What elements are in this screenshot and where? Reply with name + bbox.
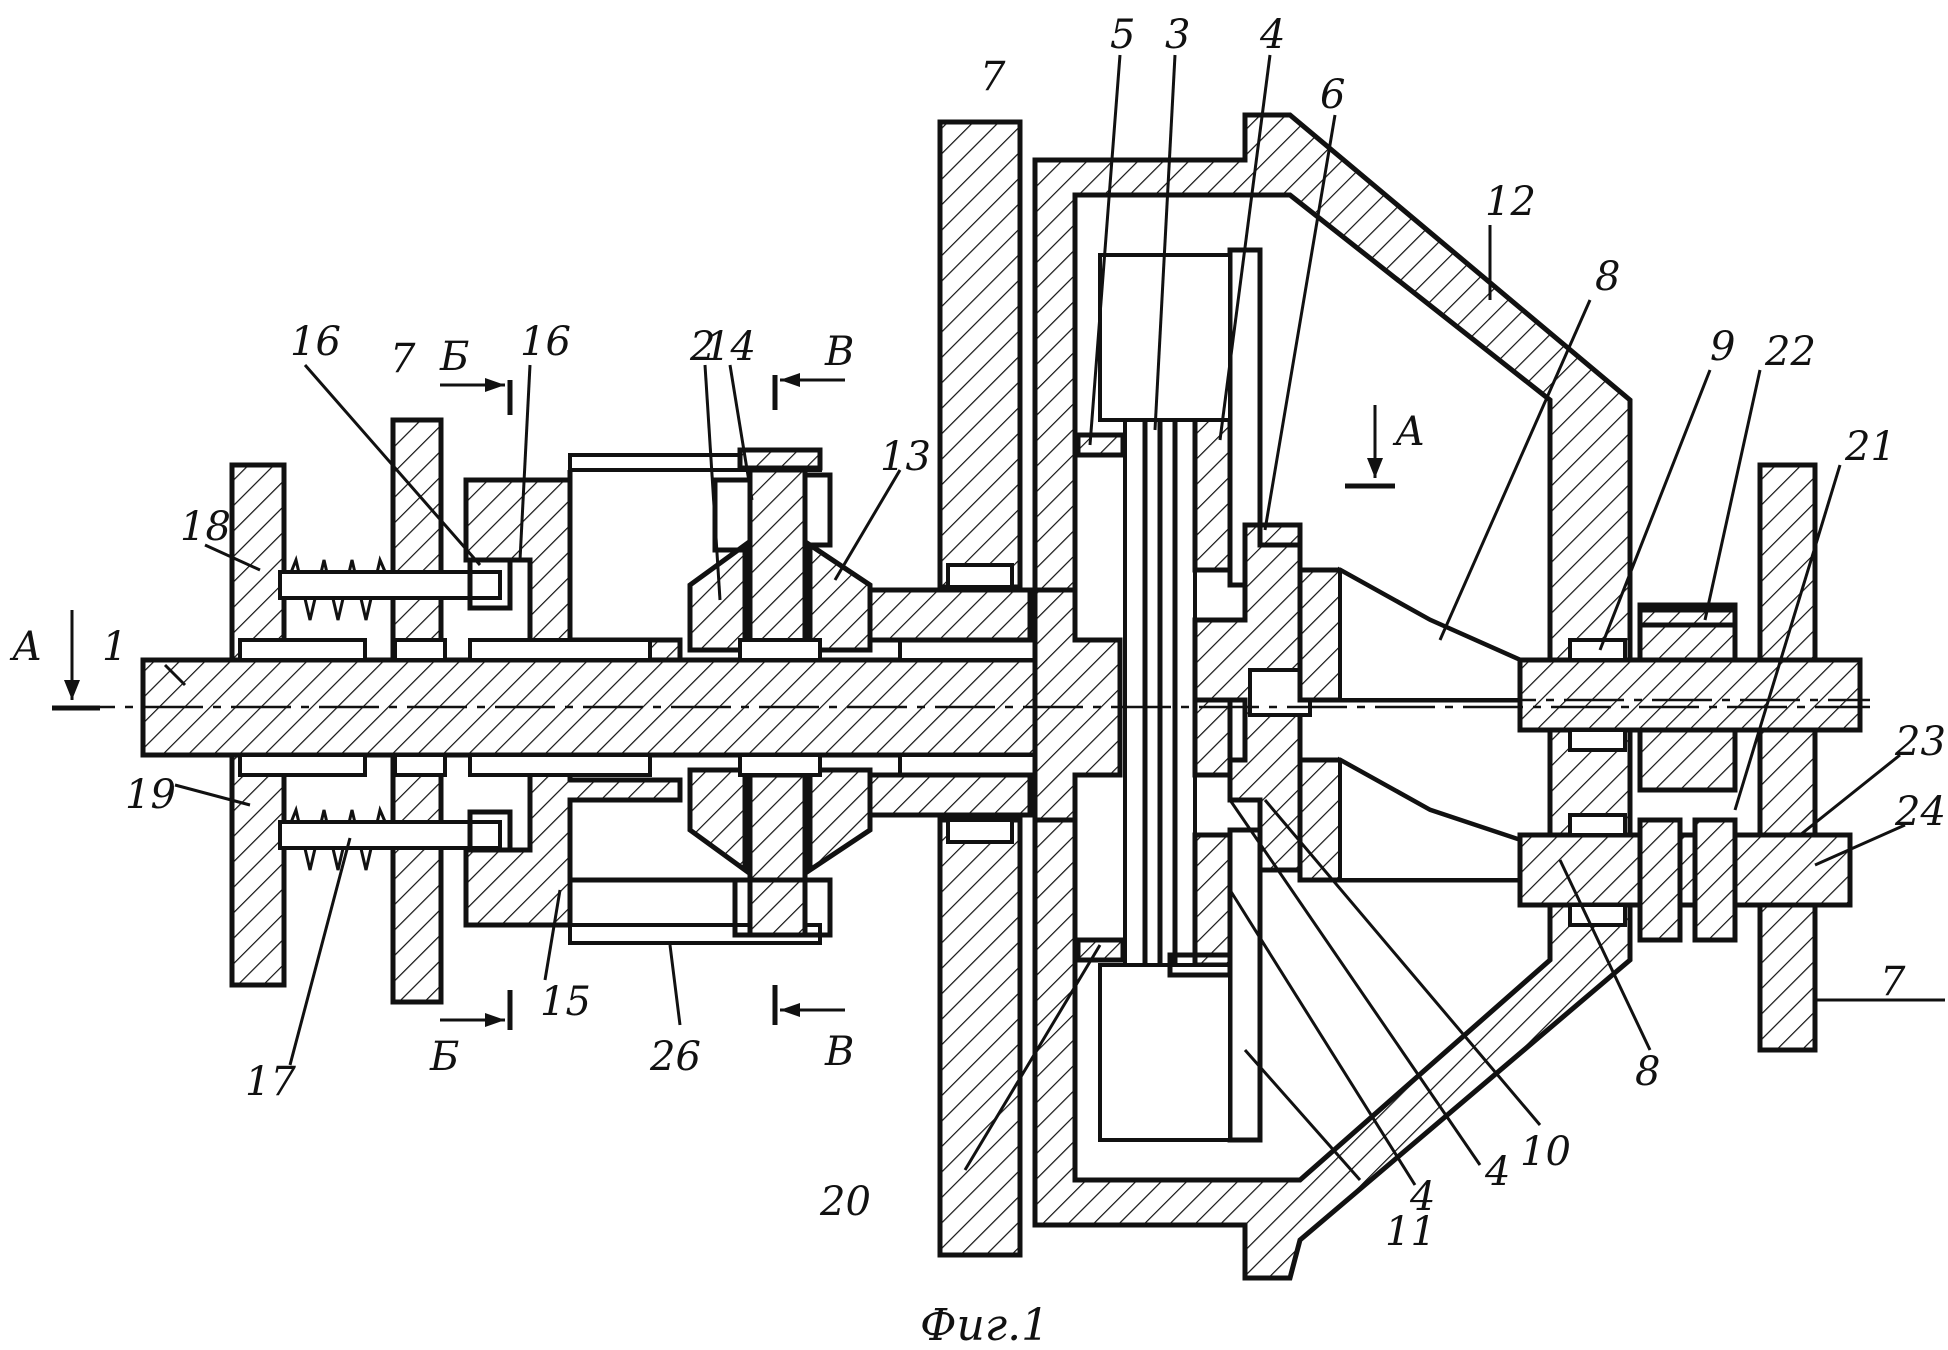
hub-sleeve-lower — [867, 772, 1033, 818]
section-mark-B-bottom: Б — [429, 990, 513, 1080]
label-7-left: 7 — [390, 336, 416, 382]
disc-carrier-5 — [1075, 432, 1126, 458]
label-16-left: 16 — [290, 319, 341, 365]
part-labels: 1 2 3 4 4 4 5 6 7 7 7 8 8 9 10 11 12 13 … — [102, 12, 1946, 1255]
housing-12 — [1032, 112, 1633, 1281]
spring-rod-upper — [278, 570, 502, 600]
output-shaft-21 — [1517, 832, 1853, 908]
svg-text:В: В — [824, 329, 854, 375]
disc-carrier-5-lower — [1075, 937, 1126, 963]
satellite-14-lower — [747, 772, 808, 938]
leader-lines — [163, 54, 1945, 1186]
svg-text:Б: Б — [439, 334, 469, 380]
section-mark-V-top: В — [772, 329, 854, 410]
gear-22-lower — [1637, 727, 1738, 793]
label-8-top: 8 — [1595, 254, 1620, 300]
cylinder-26-top-hatch — [737, 447, 823, 471]
output-shaft-9 — [1517, 657, 1863, 733]
section-mark-A-right: А — [1345, 405, 1425, 489]
label-17: 17 — [245, 1059, 296, 1105]
section-mark-B-top: Б — [439, 334, 513, 415]
frame-wall-center-lower — [937, 817, 1023, 1258]
label-21: 21 — [1844, 424, 1896, 470]
label-22: 22 — [1764, 329, 1816, 375]
frame-wall-center-upper — [937, 119, 1023, 590]
frame-wall-right-upper — [1757, 462, 1818, 663]
label-6: 6 — [1320, 72, 1345, 118]
label-16-right: 16 — [520, 319, 571, 365]
label-12: 12 — [1485, 179, 1536, 225]
label-3: 3 — [1165, 12, 1190, 58]
spring-rod-lower — [278, 820, 502, 850]
svg-text:А: А — [9, 624, 42, 670]
section-mark-A-left: А — [9, 610, 100, 711]
label-19: 19 — [125, 772, 176, 818]
hub-sleeve — [867, 587, 1033, 643]
bevel-gear-13-lower — [807, 767, 873, 875]
label-1: 1 — [102, 624, 127, 670]
bevel-gear-13-upper — [807, 540, 873, 653]
label-26: 26 — [649, 1034, 701, 1080]
label-14: 14 — [705, 324, 756, 370]
bevel-gear-2-lower — [687, 767, 748, 875]
gear-22 — [1637, 607, 1738, 663]
disc-4-lower — [1192, 832, 1233, 968]
disc-4-upper — [1192, 412, 1233, 573]
shaft-bearings — [238, 638, 1072, 777]
label-8-bottom: 8 — [1635, 1049, 1660, 1095]
frame-wall-right-mid — [1757, 727, 1818, 838]
label-4-top: 4 — [1259, 12, 1285, 58]
frame-wall-right-lower — [1757, 902, 1818, 1053]
label-7-top: 7 — [980, 54, 1006, 100]
gear-23 — [1637, 817, 1683, 943]
svg-text:В: В — [824, 1029, 854, 1075]
figure-caption: Фиг.1 — [920, 1300, 1049, 1350]
label-23: 23 — [1894, 719, 1946, 765]
label-9: 9 — [1710, 324, 1735, 370]
svg-text:А: А — [1392, 409, 1425, 455]
satellite-14-upper — [747, 467, 808, 648]
label-4-mid: 4 — [1484, 1149, 1510, 1195]
label-11: 11 — [1385, 1209, 1436, 1255]
section-mark-V-bottom: В — [772, 985, 854, 1075]
label-13: 13 — [880, 434, 931, 480]
label-10: 10 — [1520, 1129, 1571, 1175]
label-24: 24 — [1894, 789, 1946, 835]
label-7-right: 7 — [1880, 959, 1906, 1005]
label-20: 20 — [819, 1179, 871, 1225]
svg-text:Б: Б — [429, 1034, 459, 1080]
label-5: 5 — [1110, 12, 1135, 58]
label-2: 2 — [689, 324, 715, 370]
label-15: 15 — [540, 979, 591, 1025]
label-4-low: 4 — [1409, 1174, 1435, 1220]
gear-23b — [1692, 817, 1738, 943]
housing-inner-plate — [1032, 587, 1123, 823]
label-18: 18 — [180, 504, 231, 550]
